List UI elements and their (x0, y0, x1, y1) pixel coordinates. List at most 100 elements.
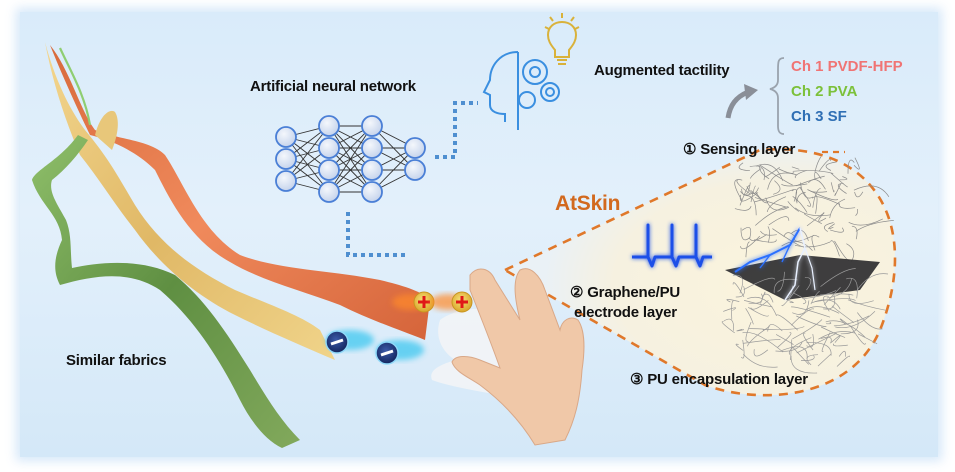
fiber-strand (805, 306, 840, 314)
nn-node (318, 137, 340, 159)
fiber-strand (796, 332, 837, 354)
connector-ann-to-skin (346, 212, 405, 257)
fiber-strand (825, 161, 837, 171)
fiber-strand (830, 172, 848, 188)
hand-illustration (431, 268, 585, 446)
fiber-strand (807, 189, 839, 201)
fiber-strand (808, 179, 826, 190)
fiber-strand (753, 349, 769, 357)
fiber-strand (721, 321, 735, 334)
fiber-strand (740, 182, 751, 195)
fabric-ribbon-green (32, 135, 300, 448)
fiber-strand (741, 188, 754, 196)
fiber-strand (795, 175, 825, 187)
fiber-strand (818, 212, 827, 222)
nn-node (361, 115, 383, 137)
fiber-strand (775, 334, 794, 345)
nn-node (361, 181, 383, 203)
fiber-strand (811, 234, 820, 251)
fiber-strand (846, 277, 858, 299)
fiber-strand (745, 241, 750, 258)
fiber-strand (745, 321, 752, 342)
fiber-strand (847, 299, 887, 311)
fiber-strand (812, 187, 821, 208)
fiber-strand (750, 300, 769, 310)
fiber-strand (791, 166, 800, 170)
fiber-strand (735, 286, 745, 298)
fiber-strand (740, 227, 751, 241)
fiber-strand (787, 201, 799, 212)
fiber-strand (736, 179, 751, 195)
fiber-strand (791, 229, 809, 241)
fiber-strand (835, 310, 876, 328)
fiber-strand (735, 343, 744, 351)
nn-node (361, 159, 383, 181)
positive-charge (392, 291, 435, 313)
fiber-strand (820, 326, 846, 338)
fiber-strand (789, 339, 793, 360)
fiber-strand (744, 300, 773, 308)
nn-node (361, 137, 383, 159)
fiber-strand (768, 216, 790, 226)
fiber-strand (749, 328, 765, 331)
similar-fabrics-ribbons (32, 42, 430, 448)
fiber-strand (732, 282, 745, 298)
fiber-strand (848, 218, 883, 226)
fiber-strand (775, 341, 803, 352)
channel-item: Ch 3 SF (791, 108, 847, 125)
fiber-strand (812, 196, 841, 205)
fiber-strand (817, 353, 832, 367)
fiber-strand (754, 239, 777, 243)
sensing-layer-label: ① Sensing layer (683, 141, 796, 158)
fiber-strand (766, 196, 787, 212)
atskin-title: AtSkin (555, 192, 621, 215)
fiber-strand (760, 230, 777, 236)
fiber-strand (790, 355, 818, 374)
fiber-strand (857, 312, 883, 330)
fiber-strand (833, 343, 848, 347)
fiber-strand (820, 268, 856, 287)
fiber-strand (829, 198, 846, 219)
connector-ann-to-ai (435, 101, 478, 159)
fiber-strand (806, 354, 819, 366)
fiber-strand (830, 240, 840, 257)
fiber-strand (748, 307, 769, 317)
fiber-strand (856, 273, 889, 292)
fiber-strand (791, 346, 810, 365)
fiber-strand (739, 185, 750, 206)
negative-charge (325, 330, 374, 354)
fiber-strand (815, 195, 818, 214)
signal-pulse-waveform (632, 223, 712, 268)
fiber-strand (847, 159, 855, 174)
fiber-strand (838, 350, 846, 357)
nn-edge (328, 125, 373, 193)
fiber-strand (741, 227, 752, 239)
fiber-strand (785, 298, 794, 304)
fiber-strand (804, 276, 812, 291)
fiber-strand (767, 172, 798, 190)
fiber-strand (800, 182, 814, 199)
positive-charge (430, 291, 473, 313)
fiber-strand (740, 235, 761, 250)
fiber-strand (823, 222, 834, 232)
fiber-strand (743, 353, 778, 368)
fiber-strand (792, 196, 808, 213)
fiber-strand (851, 225, 858, 240)
fiber-strand (853, 185, 890, 197)
fiber-strand (820, 336, 832, 344)
fiber-strand (747, 326, 770, 347)
fabric-thread-green (58, 47, 92, 126)
fiber-strand (806, 212, 825, 227)
fiber-strand (749, 234, 767, 241)
ann-label: Artificial neural network (250, 78, 416, 95)
pu-encapsulation-label: ③ PU encapsulation layer (630, 371, 808, 388)
fiber-strand (739, 192, 759, 202)
fiber-strand (754, 189, 794, 203)
fiber-strand (792, 319, 823, 340)
fiber-strand (731, 300, 734, 320)
pu-encapsulation-fiber-mat (721, 268, 889, 374)
lightbulb-icon (544, 13, 580, 65)
fiber-strand (796, 315, 827, 327)
similar-fabrics-label: Similar fabrics (66, 352, 167, 369)
